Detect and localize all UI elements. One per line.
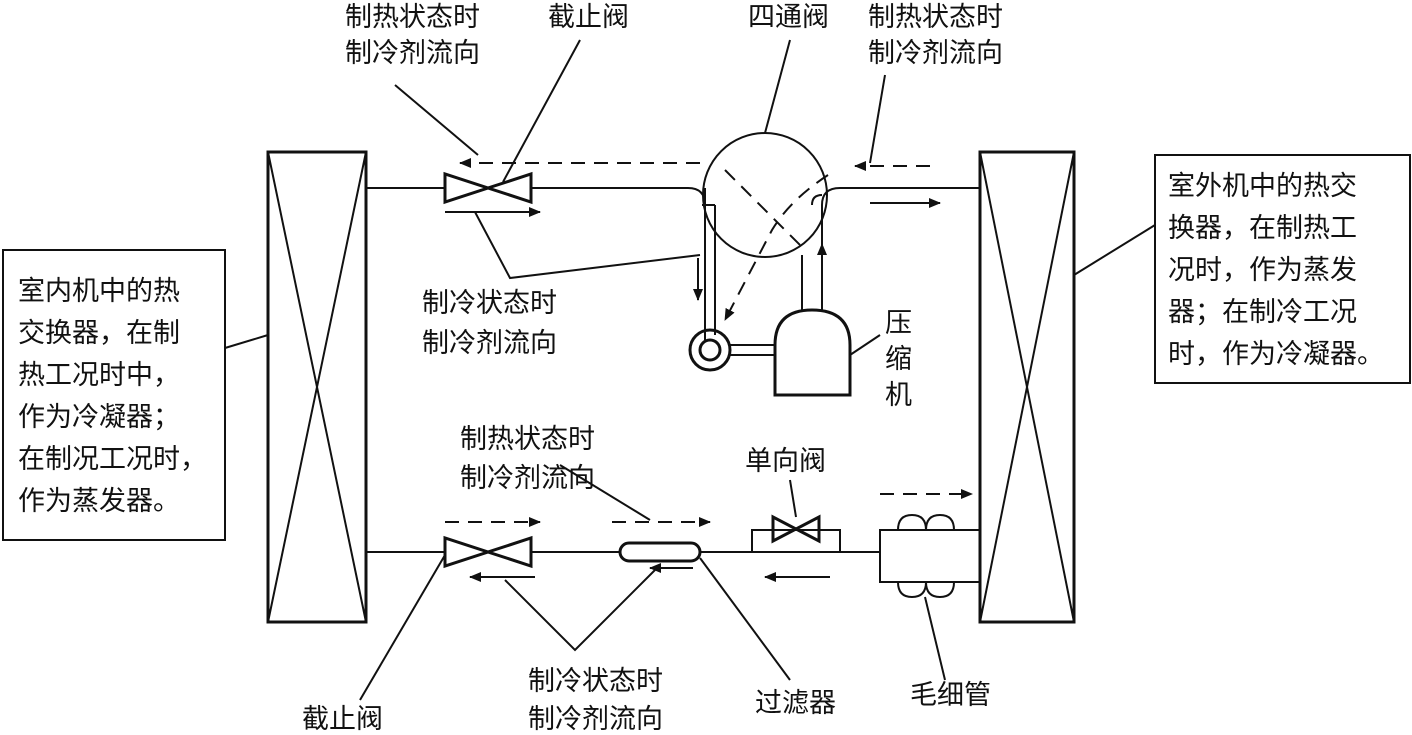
check-valve xyxy=(751,514,841,553)
label-bottom-shutoff-valve: 截止阀 xyxy=(302,704,383,735)
outdoor-desc-line: 时，作为冷凝器。 xyxy=(1168,339,1384,370)
label-filter: 过滤器 xyxy=(755,688,836,719)
indoor-description-box: 室内机中的热 交换器，在制 热工况时中， 作为冷凝器； 在制况工况时， 作为蒸发… xyxy=(2,249,269,541)
label-bottom-cool: 制冷剂流向 xyxy=(528,704,663,735)
outdoor-description-box: 室外机中的热交 换器，在制热工 况时，作为蒸发 器；在制冷工况 时，作为冷凝器。 xyxy=(1073,154,1411,384)
bottom-shutoff-valve xyxy=(443,535,533,569)
accumulator xyxy=(688,328,775,372)
compressor xyxy=(773,308,881,397)
label-top-right-heat: 制冷剂流向 xyxy=(868,38,1003,69)
indoor-heat-exchanger xyxy=(266,150,368,624)
label-top-cool: 制冷剂流向 xyxy=(422,328,557,359)
label-capillary-tube: 毛细管 xyxy=(910,680,991,711)
outdoor-heat-exchanger xyxy=(978,150,1076,624)
label-top-shutoff-valve: 截止阀 xyxy=(548,2,629,33)
label-compressor: 机 xyxy=(885,380,912,411)
indoor-desc-line: 在制况工况时， xyxy=(18,444,207,475)
leader-lines xyxy=(359,39,946,701)
flow-arrows xyxy=(445,158,973,582)
label-top-right-heat: 制热状态时 xyxy=(868,2,1003,33)
indoor-desc-line: 室内机中的热 xyxy=(18,276,180,307)
top-shutoff-valve xyxy=(443,171,533,205)
outdoor-desc-line: 室外机中的热交 xyxy=(1168,171,1357,202)
outdoor-desc-line: 况时，作为蒸发 xyxy=(1168,255,1357,286)
capillary-tube xyxy=(879,513,981,599)
label-bottom-heat: 制热状态时 xyxy=(460,424,595,455)
label-bottom-cool: 制冷状态时 xyxy=(528,666,663,697)
label-compressor: 压 xyxy=(885,308,912,339)
outdoor-desc-line: 换器，在制热工 xyxy=(1168,213,1357,244)
filter xyxy=(618,541,702,563)
outdoor-desc-line: 器；在制冷工况 xyxy=(1168,297,1357,328)
indoor-desc-line: 作为蒸发器。 xyxy=(18,486,180,517)
label-compressor: 缩 xyxy=(885,344,912,375)
indoor-desc-line: 作为冷凝器； xyxy=(18,402,180,433)
label-top-left-heat: 制热状态时 xyxy=(345,2,480,33)
diagram-labels: 制热状态时 制冷剂流向 截止阀 四通阀 制热状态时 制冷剂流向 制冷状态时 制冷… xyxy=(302,2,1003,735)
label-top-cool: 制冷状态时 xyxy=(422,288,557,319)
indoor-desc-line: 热工况时中， xyxy=(18,360,180,391)
label-bottom-heat: 制冷剂流向 xyxy=(460,463,595,494)
label-check-valve: 单向阀 xyxy=(745,446,826,477)
label-top-left-heat: 制冷剂流向 xyxy=(345,38,480,69)
label-four-way-valve: 四通阀 xyxy=(748,2,829,33)
indoor-desc-line: 交换器，在制 xyxy=(18,318,180,349)
